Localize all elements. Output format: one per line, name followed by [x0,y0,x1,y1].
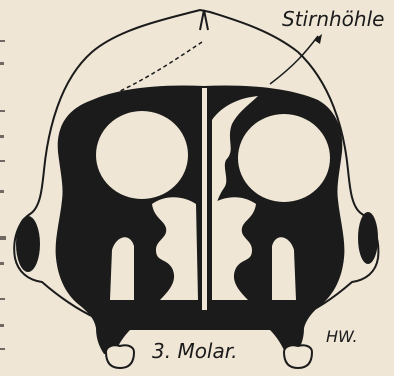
nasal-crest [200,10,208,30]
label-stirnhoehle: Stirnhöhle [282,7,384,31]
left-orbit [96,111,188,199]
right-orbit [238,114,330,202]
right-ear-oval [358,212,378,264]
left-margin-text-fragments [0,40,6,350]
left-molar [106,345,134,368]
right-molar [284,345,312,368]
label-molar: 3. Molar. [152,339,238,363]
sinus-pointer-line [270,36,318,84]
right-maxillary-recess [272,237,296,300]
midline-septum [202,88,207,310]
left-maxillary-recess [110,237,134,300]
left-ear-oval [16,216,40,272]
dashed-contour [118,42,202,92]
artist-signature: HW. [326,327,358,346]
